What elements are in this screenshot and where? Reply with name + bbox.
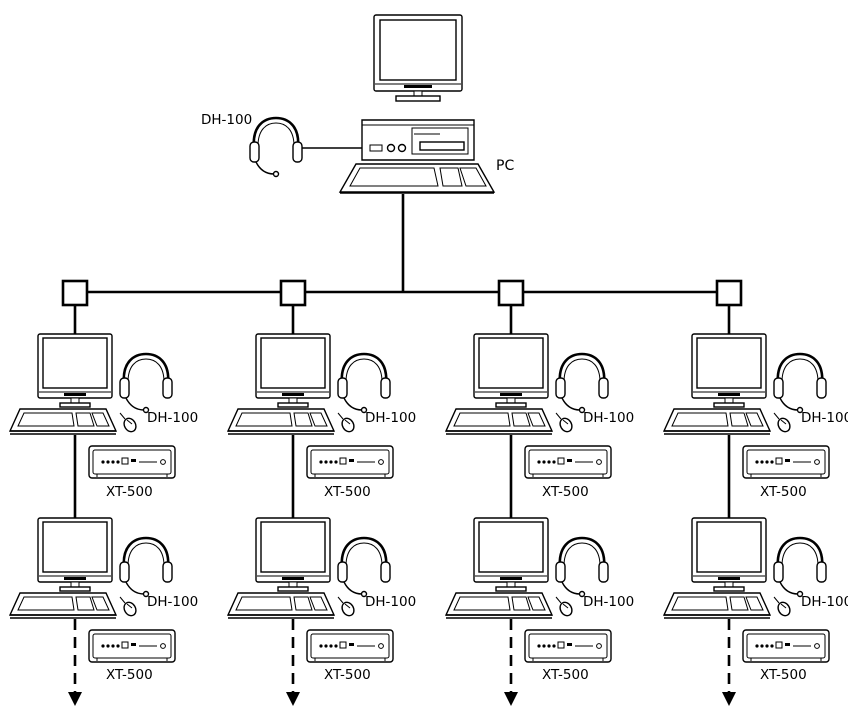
headset-label: DH-100 [147, 594, 198, 610]
station-2-2: DH-100 XT-500 [228, 518, 416, 683]
station-1-2: DH-100 XT-500 [10, 518, 198, 683]
device-label: XT-500 [542, 484, 589, 500]
server-pc-label: PC [496, 158, 514, 174]
headset-label: DH-100 [365, 594, 416, 610]
station-3-2: DH-100 XT-500 [446, 518, 634, 683]
device-label: XT-500 [760, 667, 807, 683]
hub-1 [61, 279, 89, 307]
hub-2 [279, 279, 307, 307]
server-headset [248, 116, 304, 178]
headset-label: DH-100 [583, 594, 634, 610]
arrow-down-icon [286, 692, 300, 706]
headset-label: DH-100 [147, 410, 198, 426]
column-3: DH-100 XT-500 DH-100 XT-500 [446, 305, 634, 706]
server-system-unit [361, 119, 475, 161]
server-headset-label: DH-100 [201, 112, 252, 128]
hub-4 [715, 279, 743, 307]
headset-label: DH-100 [801, 410, 848, 426]
device-label: XT-500 [542, 667, 589, 683]
station-1-1: DH-100 XT-500 [10, 334, 198, 500]
device-label: XT-500 [106, 667, 153, 683]
headset-label: DH-100 [365, 410, 416, 426]
station-4-2: DH-100 XT-500 [664, 518, 848, 683]
headset-label: DH-100 [583, 410, 634, 426]
station-2-1: DH-100 XT-500 [228, 334, 416, 500]
arrow-down-icon [68, 692, 82, 706]
server-monitor [373, 14, 463, 102]
arrow-down-icon [504, 692, 518, 706]
station-3-1: DH-100 XT-500 [446, 334, 634, 500]
device-label: XT-500 [324, 667, 371, 683]
network-backbone [61, 194, 743, 307]
device-label: XT-500 [106, 484, 153, 500]
headset-label: DH-100 [801, 594, 848, 610]
server-keyboard [338, 163, 496, 194]
station-4-1: DH-100 XT-500 [664, 334, 848, 500]
arrow-down-icon [722, 692, 736, 706]
device-label: XT-500 [324, 484, 371, 500]
hub-3 [497, 279, 525, 307]
column-1: DH-100 XT-500 DH-100 XT-500 [10, 305, 198, 706]
server-pc: DH-100 PC [201, 14, 514, 194]
device-label: XT-500 [760, 484, 807, 500]
column-2: DH-100 XT-500 DH-100 XT-500 [228, 305, 416, 706]
column-4: DH-100 XT-500 DH-100 XT-500 [664, 305, 848, 706]
